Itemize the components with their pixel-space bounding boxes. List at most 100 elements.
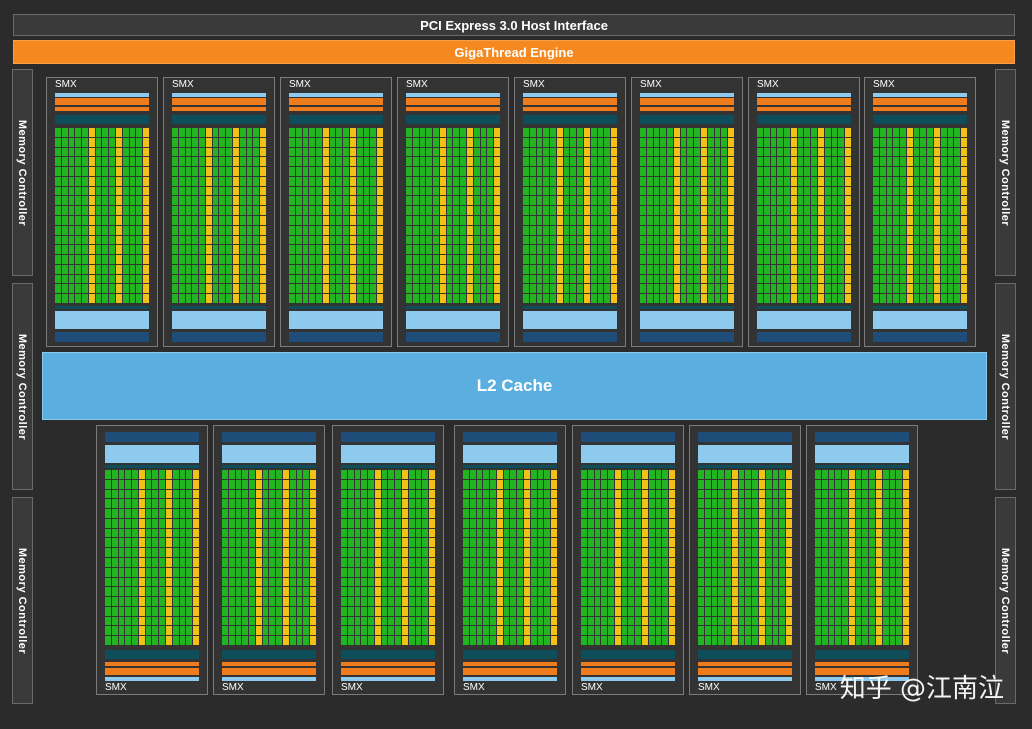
cuda-core	[581, 636, 587, 645]
cuda-core	[361, 636, 368, 645]
cuda-core	[356, 186, 363, 196]
cuda-core	[640, 186, 646, 196]
cuda-core	[646, 186, 653, 196]
cuda-core	[604, 235, 611, 245]
cuda-core	[463, 548, 469, 557]
cuda-core	[295, 294, 302, 303]
cuda-core	[95, 196, 102, 206]
special-function-unit	[233, 284, 239, 294]
register-file	[222, 650, 316, 659]
cuda-core	[226, 196, 233, 206]
cuda-core	[772, 606, 779, 616]
special-function-unit	[611, 137, 617, 147]
cuda-core	[453, 294, 460, 303]
cuda-core	[597, 255, 604, 264]
cuda-core	[483, 518, 490, 528]
cuda-core	[763, 215, 770, 225]
special-function-unit	[524, 538, 530, 548]
special-function-unit	[934, 196, 940, 206]
cuda-core	[228, 548, 235, 557]
special-function-unit	[524, 597, 530, 606]
cuda-core	[408, 616, 415, 626]
cuda-core	[707, 147, 714, 157]
special-function-unit	[524, 567, 530, 577]
cuda-core	[517, 509, 524, 518]
cuda-core	[61, 128, 68, 137]
cuda-core	[185, 274, 192, 284]
cuda-core	[192, 176, 199, 186]
special-function-unit	[116, 264, 122, 274]
cuda-core	[577, 206, 584, 215]
cuda-core	[296, 626, 303, 636]
cuda-core	[804, 157, 811, 167]
cuda-core	[172, 284, 178, 294]
cuda-core	[772, 616, 779, 626]
cuda-core	[537, 489, 544, 499]
special-function-unit	[260, 157, 266, 167]
cuda-core	[309, 196, 316, 206]
special-function-unit	[166, 528, 172, 538]
cuda-core	[718, 470, 725, 479]
cuda-core	[896, 557, 903, 567]
cuda-core	[453, 167, 460, 176]
cuda-core	[543, 157, 550, 167]
cuda-core	[370, 167, 377, 176]
cuda-core	[75, 196, 82, 206]
warp-scheduler	[341, 668, 435, 675]
cuda-core	[303, 538, 310, 548]
special-function-unit	[584, 147, 590, 157]
cuda-core	[246, 294, 253, 303]
cuda-core	[811, 128, 818, 137]
cuda-core	[55, 186, 61, 196]
cuda-core	[577, 264, 584, 274]
cuda-core	[640, 137, 646, 147]
cuda-core	[422, 616, 429, 626]
cuda-core	[738, 528, 745, 538]
cuda-core	[192, 215, 199, 225]
special-function-unit	[961, 264, 967, 274]
cuda-core	[95, 147, 102, 157]
special-function-unit	[934, 225, 940, 235]
cuda-core	[804, 147, 811, 157]
cuda-core	[388, 616, 395, 626]
cuda-core	[604, 147, 611, 157]
cuda-core	[855, 489, 862, 499]
cuda-core	[831, 245, 838, 255]
special-function-unit	[166, 509, 172, 518]
cuda-core	[835, 479, 842, 489]
cuda-core	[370, 137, 377, 147]
cuda-core	[927, 128, 934, 137]
cuda-core	[563, 245, 570, 255]
special-function-unit	[611, 245, 617, 255]
special-function-unit	[876, 626, 882, 636]
cuda-core	[804, 225, 811, 235]
cuda-core	[900, 137, 906, 147]
cuda-core	[536, 196, 543, 206]
cuda-core	[356, 176, 363, 186]
cuda-core	[129, 264, 136, 274]
cuda-core	[687, 157, 694, 167]
cuda-core	[95, 215, 102, 225]
special-function-unit	[310, 538, 316, 548]
cuda-core	[745, 479, 752, 489]
cuda-core	[824, 235, 831, 245]
cuda-core	[125, 597, 132, 606]
special-function-unit	[669, 636, 675, 645]
special-function-unit	[205, 225, 212, 235]
special-function-unit	[494, 215, 500, 225]
cuda-core	[463, 479, 469, 489]
special-function-unit	[402, 518, 408, 528]
cuda-core	[738, 597, 745, 606]
cuda-core	[900, 176, 906, 186]
cuda-core	[869, 626, 876, 636]
cuda-core	[487, 167, 494, 176]
cuda-core	[900, 255, 906, 264]
cuda-core	[422, 548, 429, 557]
cuda-core	[811, 264, 818, 274]
special-function-unit	[759, 548, 765, 557]
cuda-core	[523, 294, 529, 303]
cuda-core	[347, 489, 354, 499]
cuda-core	[253, 264, 260, 274]
cuda-core	[711, 479, 718, 489]
special-function-unit	[138, 479, 145, 489]
